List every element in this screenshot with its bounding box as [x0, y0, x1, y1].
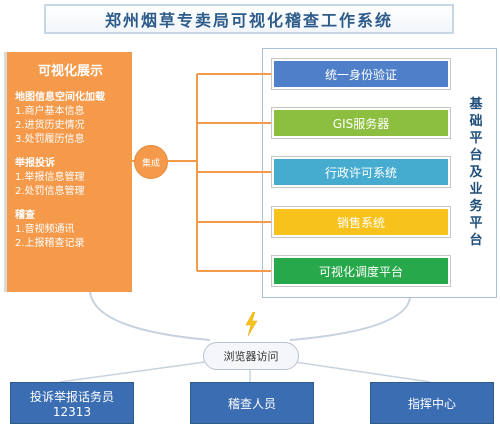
platform-label-char: 台 — [469, 148, 483, 163]
system-identity-auth: 统一身份验证 — [271, 58, 451, 90]
role-complaint-operator: 投诉举报话务员 12313 — [10, 382, 134, 424]
system-admin-license: 行政许可系统 — [271, 156, 451, 188]
system-dispatch-platform: 可视化调度平台 — [271, 255, 451, 287]
integration-node: 集成 — [134, 145, 168, 179]
platform-label-char: 业 — [469, 182, 483, 197]
platform-label-char: 平 — [469, 216, 483, 231]
platform-label-char: 基 — [469, 97, 483, 112]
role-line2: 12313 — [52, 404, 92, 419]
platform-label-char: 础 — [469, 114, 483, 129]
system-sales: 销售系统 — [271, 206, 451, 238]
role-inspector: 稽查人员 — [190, 382, 314, 424]
group-heading-inspection: 稽查 — [15, 210, 35, 221]
visualization-panel-title: 可视化展示 — [37, 64, 103, 79]
platform-vertical-label: 基 础 平 台 及 业 务 平 台 — [464, 96, 488, 249]
platform-label-char: 及 — [469, 165, 483, 180]
role-line1: 稽查人员 — [227, 396, 276, 411]
group-heading-complaint: 举报投诉 — [15, 158, 55, 169]
system-gis-server: GIS服务器 — [271, 107, 451, 139]
left-panel-bracket — [89, 291, 211, 341]
group-item: 2.上报稽查记录 — [15, 238, 85, 249]
right-frame-bracket — [289, 297, 411, 341]
lightning-icon — [245, 312, 258, 336]
role-line1: 投诉举报话务员 — [29, 389, 114, 404]
role-line1: 指挥中心 — [407, 396, 456, 411]
cloud-link-left — [59, 361, 206, 383]
group-item: 2.进货历史情况 — [15, 120, 85, 131]
group-item: 2.处罚信息管理 — [15, 186, 85, 197]
group-heading-map: 地图信息空间化加载 — [15, 92, 105, 103]
connector-line-1 — [167, 160, 197, 162]
page-title: 郑州烟草专卖局可视化稽查工作系统 — [44, 4, 454, 34]
group-item: 1.商户基本信息 — [15, 106, 85, 117]
group-item: 3.处罚履历信息 — [15, 134, 85, 145]
platform-label-char: 务 — [469, 199, 483, 214]
platform-label-char: 台 — [469, 233, 483, 248]
group-item: 1.举报信息管理 — [15, 172, 85, 183]
role-command-center: 指挥中心 — [370, 382, 494, 424]
visualization-panel: 可视化展示 地图信息空间化加载 1.商户基本信息 2.进货历史情况 3.处罚履历… — [4, 52, 132, 292]
browser-access-cloud: 浏览器访问 — [203, 342, 299, 370]
group-item: 1.音视频通讯 — [15, 224, 75, 235]
cloud-link-right — [294, 361, 431, 383]
platform-label-char: 平 — [469, 131, 483, 146]
